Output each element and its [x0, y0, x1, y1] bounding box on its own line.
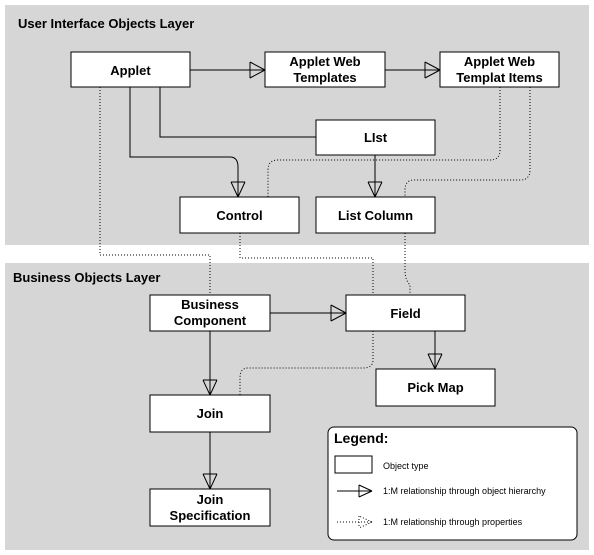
control-label: Control — [216, 208, 262, 223]
hierarchy-relationships — [129, 61, 443, 490]
object-list[interactable]: LIst — [315, 119, 436, 156]
applet-label: Applet — [110, 63, 151, 78]
rel-applet-list — [159, 87, 316, 138]
legend-hierarchy-text: 1:M relationship through object hierarch… — [383, 486, 546, 496]
crowfoot-field — [330, 304, 347, 322]
applet-web-templat-items-label-1: Applet Web — [464, 54, 535, 69]
crowfoot-templates — [249, 61, 266, 79]
business-component-label-1: Business — [181, 297, 239, 312]
join-specification-label-1: Join — [197, 492, 224, 507]
legend-frame — [327, 426, 578, 541]
business-component-label-2: Component — [174, 313, 247, 328]
crowfoot-control — [230, 181, 246, 198]
dotted-control-field — [239, 233, 374, 295]
join-specification-label-2: Specification — [170, 508, 251, 523]
object-join[interactable]: Join — [149, 394, 271, 433]
object-pick-map[interactable]: Pick Map — [375, 368, 496, 407]
object-field[interactable]: Field — [345, 294, 466, 332]
applet-web-templates-label-1: Applet Web — [289, 54, 360, 69]
object-applet-web-templat-items[interactable]: Applet Web Templat Items — [439, 51, 560, 88]
legend-properties-text: 1:M relationship through properties — [383, 517, 523, 527]
legend-object-swatch — [334, 455, 373, 474]
object-applet-web-templates[interactable]: Applet Web Templates — [264, 51, 386, 88]
crowfoot-join — [202, 379, 218, 396]
object-list-column[interactable]: List Column — [315, 196, 436, 234]
legend-title: Legend: — [334, 430, 388, 446]
crowfoot-joinspec — [202, 473, 218, 490]
join-label: Join — [197, 406, 224, 421]
dotted-items-control — [267, 87, 501, 197]
list-label: LIst — [364, 130, 388, 145]
property-relationships — [99, 87, 531, 395]
legend-hierarchy-line — [337, 484, 373, 498]
business-layer-title: Business Objects Layer — [13, 270, 160, 285]
ui-layer-title: User Interface Objects Layer — [18, 16, 194, 31]
applet-web-templat-items-label-2: Templat Items — [456, 70, 542, 85]
pick-map-label: Pick Map — [407, 380, 463, 395]
dotted-column-field — [404, 233, 411, 295]
dotted-items-column — [404, 87, 531, 197]
dotted-applet-bc — [99, 87, 211, 295]
object-applet[interactable]: Applet — [70, 51, 191, 88]
crowfoot-items — [424, 61, 441, 79]
legend-object-type: Object type — [383, 461, 429, 471]
object-control[interactable]: Control — [179, 196, 300, 234]
object-join-specification[interactable]: Join Specification — [149, 488, 271, 527]
legend: Legend: Object type 1:M relationship thr… — [327, 426, 578, 541]
crowfoot-pickmap — [427, 353, 443, 370]
rel-applet-control — [129, 87, 239, 197]
list-column-label: List Column — [338, 208, 413, 223]
field-label: Field — [390, 306, 420, 321]
crowfoot-column — [367, 181, 383, 198]
object-business-component[interactable]: Business Component — [149, 294, 271, 332]
applet-web-templates-label-2: Templates — [293, 70, 356, 85]
